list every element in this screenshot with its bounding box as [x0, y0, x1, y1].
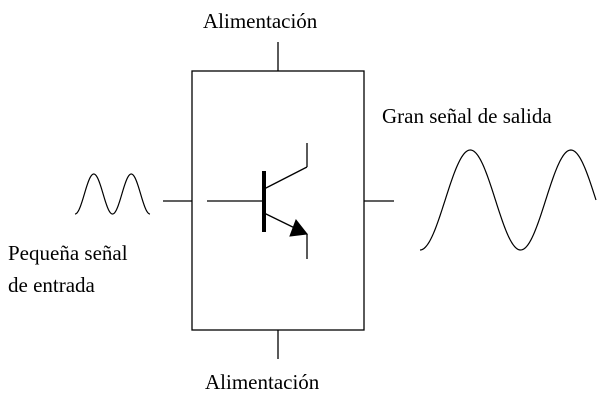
transistor-symbol: [207, 143, 308, 259]
input-signal-label-line1: Pequeña señal: [8, 241, 128, 265]
small-input-sine-wave: [74, 173, 151, 215]
supply-label-top: Alimentación: [203, 9, 318, 33]
input-signal-label-line2: de entrada: [8, 273, 95, 297]
large-output-sine-wave: [419, 149, 597, 251]
output-signal-label: Gran señal de salida: [382, 104, 552, 128]
supply-label-bottom: Alimentación: [205, 370, 320, 394]
transistor-collector: [263, 166, 308, 190]
transistor-emitter-arrow: [289, 218, 308, 237]
